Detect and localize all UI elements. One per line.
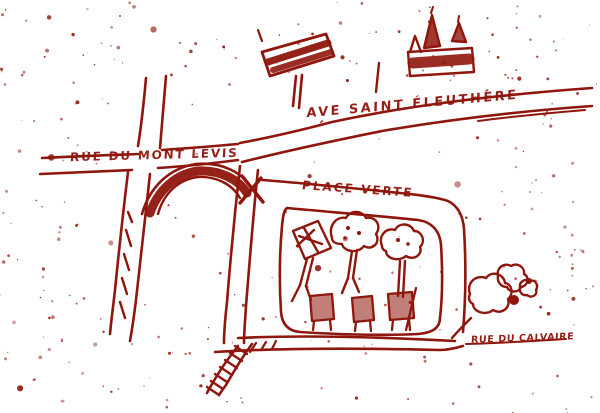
church-access-lane	[374, 61, 381, 94]
house-sketch	[308, 292, 336, 332]
road-square-west	[222, 164, 242, 345]
roadside-tick-marks	[118, 210, 134, 320]
signboard-post	[291, 74, 298, 108]
signboard-hatch	[264, 39, 332, 66]
dead-end-hatching	[205, 344, 249, 397]
road-avenue	[240, 104, 594, 164]
church-tower-left	[408, 34, 423, 54]
road-avenue-extra-stroke	[477, 109, 586, 122]
road-avenue	[238, 86, 594, 145]
bridge-arch-outline	[156, 175, 242, 216]
park-square-sketch	[278, 206, 444, 337]
road-south	[236, 335, 457, 343]
bridge-arch-band	[145, 166, 252, 218]
bridge-arch-outline	[140, 162, 254, 216]
tree-sketch	[329, 210, 380, 295]
church-spire-right	[450, 21, 468, 44]
road-north-south	[136, 76, 148, 148]
road-south-continue	[465, 338, 567, 345]
bottom-road-ticks	[248, 339, 278, 354]
signboard-post	[297, 73, 304, 110]
signboard-outline	[260, 32, 336, 78]
road-stub	[217, 342, 254, 397]
tree-sketch	[379, 223, 425, 299]
road-west-continue	[160, 142, 240, 152]
signboard-tick	[256, 28, 264, 43]
bridge-arch-sketch	[140, 162, 265, 218]
road-north-south	[158, 74, 168, 150]
x-scribble-mark	[238, 174, 265, 205]
church-finial	[430, 6, 434, 14]
park-boundary	[278, 206, 444, 337]
church-sketch	[374, 6, 476, 94]
church-finial	[457, 15, 460, 23]
road-network	[38, 74, 594, 397]
tree-sketch	[290, 219, 333, 303]
road-square-north-east	[260, 178, 467, 334]
road-west	[38, 168, 134, 176]
church-body-hatch	[407, 53, 475, 69]
church-spire-main	[422, 13, 442, 50]
signboard-hatch	[270, 49, 334, 73]
church-body-outline	[406, 46, 476, 78]
road-square-west	[242, 168, 260, 345]
bush-cluster-sketch	[450, 263, 539, 340]
road-north-south-lower	[108, 170, 130, 336]
house-sketch	[350, 294, 376, 333]
house-sketch	[386, 286, 418, 332]
signboard-sketch	[256, 28, 336, 110]
